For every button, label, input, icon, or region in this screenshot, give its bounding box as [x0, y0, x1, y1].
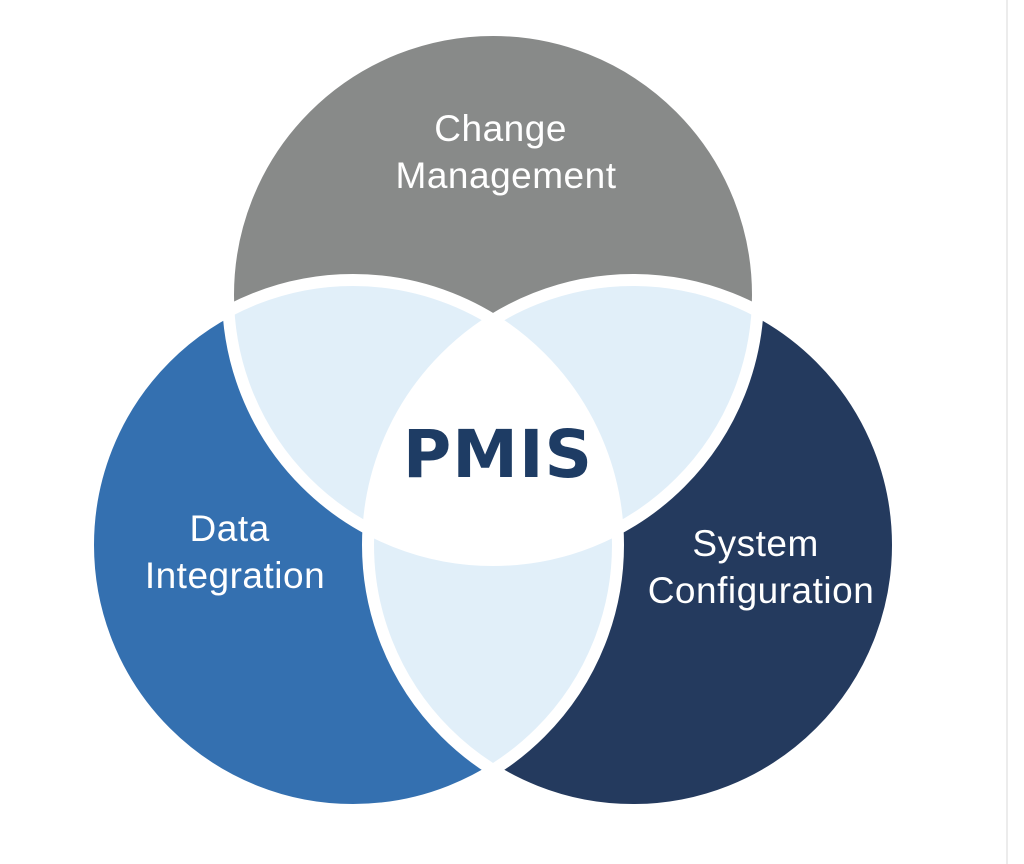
data-integration-line-1: Data: [190, 508, 270, 549]
system-configuration-line-1: System: [692, 523, 818, 564]
data-integration-line-2: Integration: [145, 555, 325, 596]
system-configuration-label: System Configuration: [648, 523, 875, 611]
change-management-label: Change Management: [396, 108, 617, 196]
data-integration-label: Data Integration: [145, 508, 325, 596]
change-management-line-2: Management: [396, 155, 617, 196]
pmis-center-region: [368, 280, 618, 560]
change-management-line-1: Change: [434, 108, 567, 149]
pmis-label: PMIS: [403, 416, 593, 493]
system-configuration-line-2: Configuration: [648, 570, 875, 611]
separator-left: [82, 274, 624, 816]
page-edge-divider: [1006, 0, 1008, 864]
separator-right: [362, 274, 904, 816]
separator-top: [222, 24, 764, 566]
